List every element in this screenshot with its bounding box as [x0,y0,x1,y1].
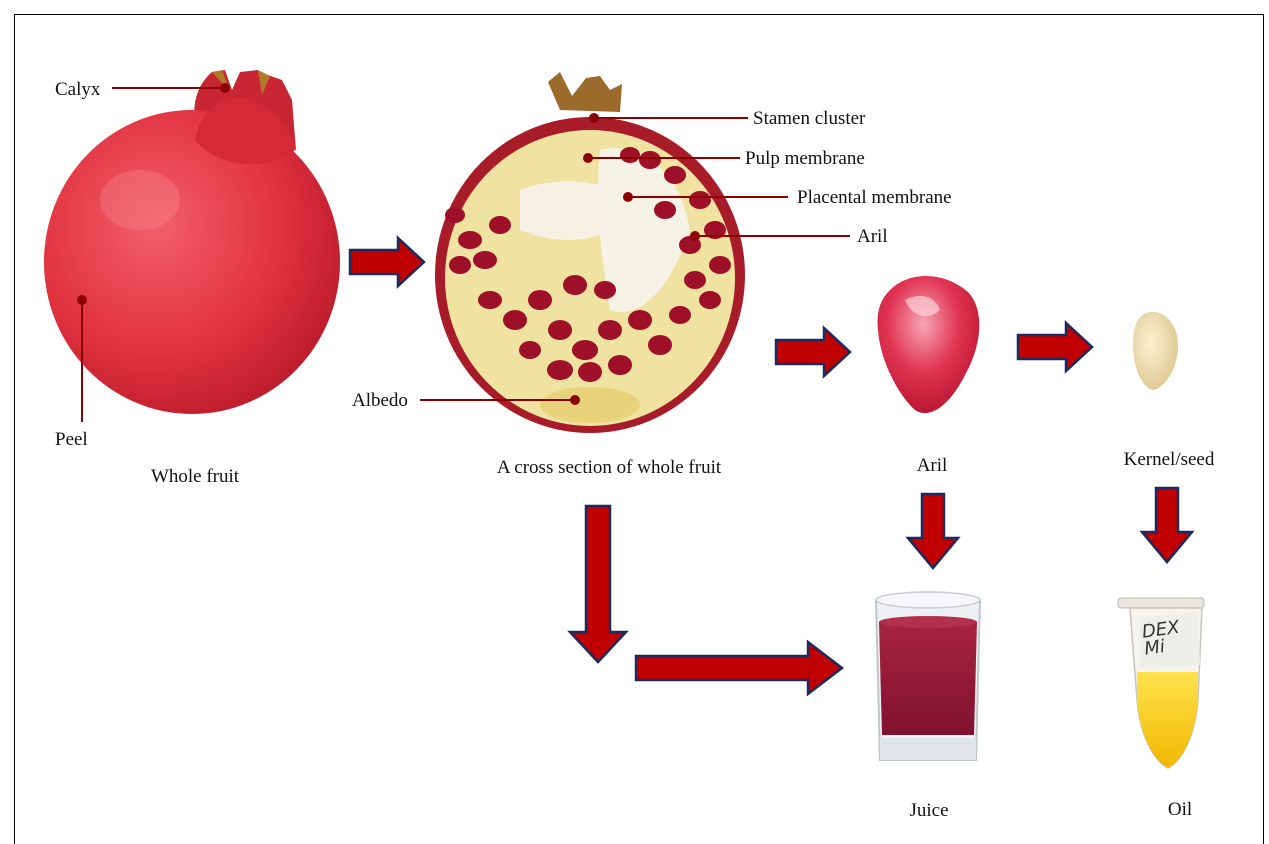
arrow-section-to-juice [636,642,842,694]
pulp-dot [584,154,592,162]
juice-glass-image [876,592,980,760]
label-stamen-cluster: Stamen cluster [753,109,865,128]
caption-juice: Juice [909,801,948,820]
label-albedo: Albedo [352,391,408,410]
albedo-dot [571,396,579,404]
caption-aril: Aril [917,456,948,475]
caption-oil: Oil [1168,800,1192,819]
whole-fruit-image [44,70,340,414]
aril-dot [691,232,699,240]
arrow-fruit-to-section [350,238,424,286]
label-pulp-membrane: Pulp membrane [745,149,865,168]
kernel-image [1133,312,1178,390]
arrow-aril-to-juice [908,494,958,568]
calyx-dot [221,84,229,92]
aril-image [878,276,980,413]
arrow-aril-to-kernel [1018,323,1092,371]
placental-dot [624,193,632,201]
label-peel: Peel [55,430,88,449]
arrow-kernel-to-oil [1142,488,1192,562]
caption-whole-fruit: Whole fruit [151,467,239,486]
label-placental-membrane: Placental membrane [797,188,952,207]
caption-kernel: Kernel/seed [1124,450,1215,469]
stamen-dot [590,114,598,122]
cross-section-image [435,72,745,433]
peel-dot [78,296,86,304]
arrow-section-down [570,506,626,662]
label-aril-part: Aril [857,227,888,246]
caption-cross-section: A cross section of whole fruit [497,458,721,477]
arrow-section-to-aril [776,328,850,376]
label-calyx: Calyx [55,80,100,99]
